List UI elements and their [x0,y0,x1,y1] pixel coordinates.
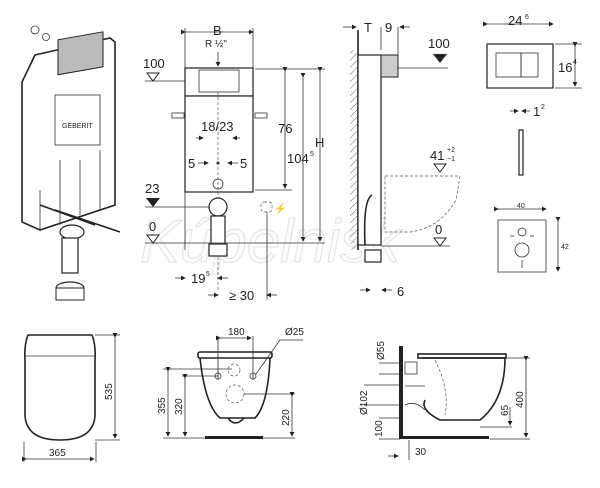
bowl-side-outline [422,357,506,421]
depth-9: 9 [385,20,392,35]
bowl-front-view: 180 Ø25 355 320 220 [157,327,304,439]
level-100-side: 100 [428,36,450,51]
height-100-side: 100 [374,420,385,437]
power-socket-icon [260,201,273,213]
level-100: 100 [143,56,165,71]
level-0: 0 [149,219,156,234]
flush-plate-view: 24 6 16 4 1 2 [483,13,582,176]
logo-text: GEBERIT [62,123,93,130]
height-355: 355 [157,397,168,414]
plate-thickness: 1 [533,104,540,119]
frame-body [184,95,254,193]
wall-section [399,346,403,439]
bowl-side-view: Ø55 Ø102 100 65 400 30 [359,341,530,460]
height-220: 220 [281,409,292,426]
seat-top-view: 535 365 [22,333,120,462]
flush-plate [486,43,554,89]
svg-text:5: 5 [206,271,210,278]
plate-profile [518,129,524,176]
height-400: 400 [515,391,526,408]
height-320: 320 [174,398,185,415]
flush-button-small[interactable] [520,52,539,78]
frame-side [357,54,382,246]
drain-elbow [59,224,85,240]
min-30: ≥ 30 [229,288,254,303]
svg-text:6: 6 [525,14,529,21]
washer-icon [42,33,50,41]
drain-outlet [208,197,228,217]
mounting-template: 40 42 [494,203,569,273]
width-label-b: B [213,23,222,38]
electric-icon: ⚡ [274,202,286,215]
drain-pipe [61,237,79,274]
supply-label: R ½" [205,39,227,50]
svg-text:5: 5 [310,151,314,158]
cistern-top [184,67,254,97]
bolt-spacing: 180 [228,327,245,338]
plate-height: 16 [558,60,572,75]
tolerance-minus: −1 [447,156,455,163]
dim-6: 6 [397,284,404,299]
wall-hatching [350,50,357,250]
cistern-grid [57,31,104,76]
height-h: H [315,135,324,150]
diameter-102: Ø102 [359,390,370,415]
template-height: 42 [561,244,569,251]
height-65: 65 [500,404,511,416]
dim-19-5: 19 [191,271,205,286]
isometric-frame-view: GEBERIT [21,25,121,301]
level-0-side: 0 [435,222,442,237]
seat-outline [24,334,96,441]
plate-width: 24 [508,13,522,28]
level-41: 41 [430,148,444,163]
template-width: 40 [517,203,525,210]
seat-length: 535 [104,383,115,400]
depth-30: 30 [415,447,427,458]
svg-text:4: 4 [573,59,577,66]
offset-right-5: 5 [240,156,247,171]
spacing-18-23: 18/23 [201,119,234,134]
tolerance-plus: +2 [447,147,455,154]
level-23: 23 [145,181,159,196]
bolt-diameter: Ø25 [285,327,304,338]
bowl-outline [199,357,271,419]
diameter-55: Ø55 [376,341,387,360]
height-76: 76 [278,121,292,136]
flush-grid-side [380,54,399,78]
svg-text:2: 2 [541,104,545,111]
toilet-outline-dashed [384,175,461,233]
side-view: T 9 100 41 +2 −1 0 6 [343,20,461,299]
screw-icon [30,25,40,35]
seat-width: 365 [49,448,66,459]
height-104: 104 [287,151,309,166]
front-view: B R ½" 100 18/23 5 5 23 0 ⚡ 76 [143,23,325,303]
offset-left-5: 5 [188,156,195,171]
cistern-body [54,94,101,146]
depth-t: T [364,20,372,35]
